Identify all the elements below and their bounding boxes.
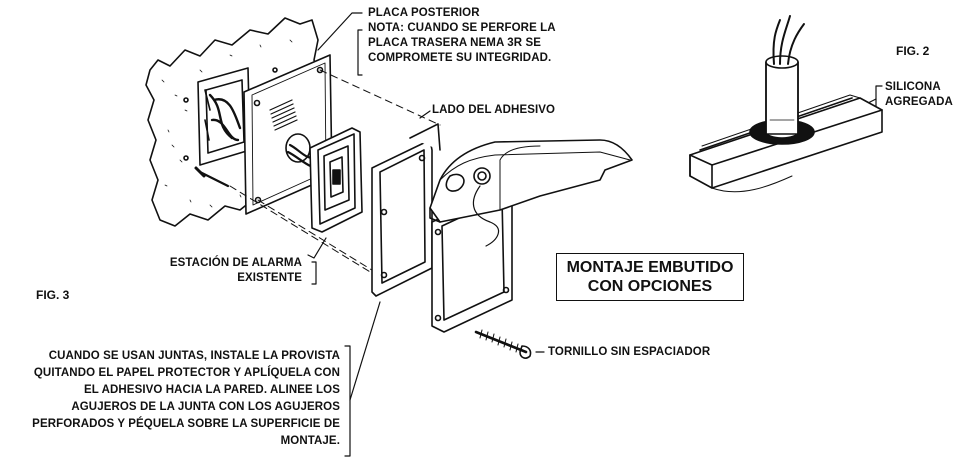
fig3-title: FIG. 3: [36, 288, 70, 302]
back-plate-note-line3: COMPROMETE SU INTEGRIDAD.: [368, 52, 552, 64]
gasket-note-line3: EL ADHESIVO HACIA LA PARED. ALINEE LOS: [84, 384, 340, 396]
back-plate-note-line1: NOTA: CUANDO SE PERFORE LA: [368, 21, 556, 36]
fig2-conduit-detail: [689, 15, 883, 193]
adhesive-side-label: LADO DEL ADHESIVO: [432, 104, 556, 116]
alarm-station-label-line1: ESTACIÓN DE ALARMA: [169, 257, 302, 269]
gasket-note-line6: MONTAJE.: [280, 435, 340, 447]
gasket-note-line2: QUITANDO EL PAPEL PROTECTOR Y APLÍQUELA …: [33, 367, 340, 379]
mounting-title-line2: CON OPCIONES: [587, 278, 713, 295]
alignment-lines: [229, 69, 441, 279]
mounting-title-box: MONTAJE EMBUTIDO CON OPCIONES: [556, 253, 744, 301]
silicone-label-line2: AGREGADA: [885, 96, 953, 108]
alarm-station-label-line2: EXISTENTE: [237, 272, 302, 284]
back-plate-note-line2: PLACA TRASERA NEMA 3R SE: [368, 37, 541, 49]
wall-screw: [198, 170, 230, 188]
vent-slots: [269, 99, 298, 131]
mounting-title-line1: MONTAJE EMBUTIDO: [566, 259, 734, 276]
cover-hood: [429, 139, 633, 223]
fig2-title: FIG. 2: [896, 44, 930, 58]
leader-lines: [307, 12, 883, 457]
gasket-note-line1: CUANDO SE USAN JUNTAS, INSTALE LA PROVIS…: [48, 350, 340, 362]
screw-label: TORNILLO SIN ESPACIADOR: [548, 346, 711, 358]
gasket-note-line5: PERFORADOS Y PÉQUELA SOBRE LA SUPERFICIE…: [32, 418, 340, 430]
note-line1-text: CUANDO SE PERFORE LA: [404, 22, 556, 34]
screw: [474, 330, 528, 354]
back-plate-label: PLACA POSTERIOR: [368, 7, 480, 19]
gasket-note-line4: AGUJEROS DE LA JUNTA CON LOS AGUJEROS: [71, 401, 340, 413]
note-prefix: NOTA:: [368, 22, 405, 34]
silicone-label-line1: SILICONA: [885, 81, 941, 93]
